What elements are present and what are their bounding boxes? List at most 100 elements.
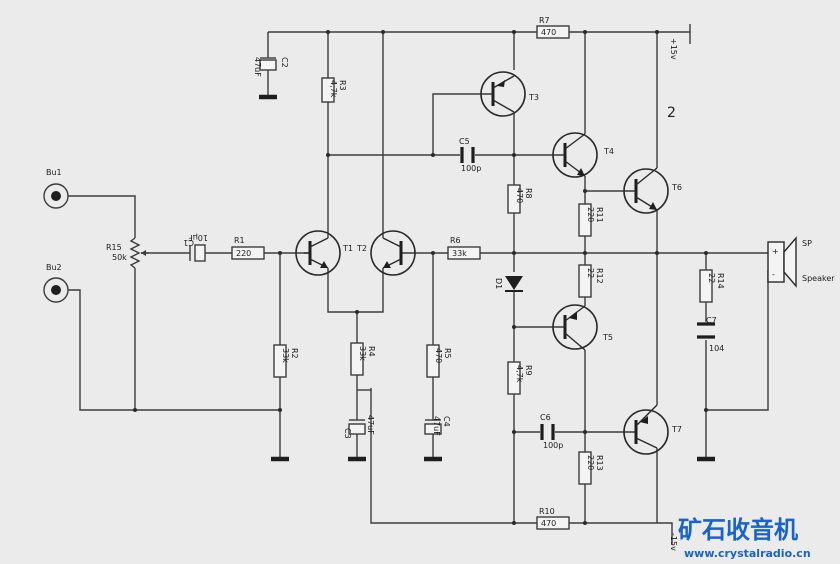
resistor-r2: R2 33k <box>273 344 299 378</box>
capacitor-c6: C6 100p <box>540 413 563 450</box>
wires <box>68 24 769 545</box>
c7-ref: C7 <box>706 316 717 325</box>
t2-ref: T2 <box>356 244 367 253</box>
r12-value: 22 <box>586 268 595 278</box>
r5-value: 470 <box>434 348 443 363</box>
resistor-r14: R14 22 <box>699 269 725 303</box>
speaker-ref: SP <box>802 239 812 248</box>
r13-ref: R13 <box>595 455 604 471</box>
bu1-label: Bu1 <box>46 168 62 177</box>
c4-ref: C4 <box>442 416 451 427</box>
r1-value: 220 <box>236 249 251 258</box>
r7-value: 470 <box>541 28 556 37</box>
r3-value: 4,7k <box>329 80 338 98</box>
potentiometer-r15: R15 50k <box>106 237 148 269</box>
r7-ref: R7 <box>539 16 550 25</box>
transistor-t2: T2 <box>356 230 416 276</box>
c5-value: 100p <box>461 164 481 173</box>
t3-ref: T3 <box>528 93 539 102</box>
r13-value: 220 <box>586 455 595 470</box>
r1-ref: R1 <box>234 236 245 245</box>
speaker-label: Speaker <box>802 274 835 283</box>
r11-ref: R11 <box>595 207 604 223</box>
resistor-r3: R3 4,7k <box>321 77 347 103</box>
transistor-t7: T7 <box>623 404 682 455</box>
t4-ref: T4 <box>603 147 614 156</box>
resistor-r7: R7 470 <box>536 16 570 39</box>
speaker-plus: + <box>772 247 779 256</box>
r11-value: 220 <box>586 207 595 222</box>
c7-value: 104 <box>709 344 724 353</box>
r5-ref: R5 <box>443 348 452 359</box>
speaker-minus: - <box>772 270 775 279</box>
supply-positive-label: +15v <box>669 38 678 60</box>
capacitor-c7: C7 104 <box>697 316 724 353</box>
capacitor-c1: C1 10µF <box>183 233 208 262</box>
r9-ref: R9 <box>524 365 533 376</box>
r10-value: 470 <box>541 519 556 528</box>
c2-value: 47uF <box>253 57 262 77</box>
resistor-r6: R6 33k <box>447 236 481 260</box>
resistor-r13: R13 220 <box>578 451 604 485</box>
sheet-number: 2 <box>667 105 676 121</box>
diode-d1: D1 <box>494 276 523 292</box>
watermark-url: www.crystalradio.cn <box>684 547 811 560</box>
c6-value: 100p <box>543 441 563 450</box>
capacitor-c2: C2 47uF <box>253 57 289 77</box>
resistor-r9: R9 4,7k <box>507 361 533 395</box>
c3-value: 47uF <box>366 415 375 435</box>
watermark-title: 矿石收音机 <box>678 516 798 544</box>
capacitor-c4: C4 47uF <box>424 416 451 436</box>
t1-ref: T1 <box>342 244 353 253</box>
c1-ref: C1 <box>183 238 194 247</box>
transistor-t3: T3 <box>480 71 539 117</box>
t6-ref: T6 <box>671 183 682 192</box>
r8-value: 470 <box>515 188 524 203</box>
bu2-label: Bu2 <box>46 263 62 272</box>
resistor-r1: R1 220 <box>231 236 265 260</box>
capacitor-c3: C3 47uF <box>343 415 375 439</box>
input-jack-bu2: Bu2 <box>43 263 69 303</box>
r4-ref: R4 <box>367 346 376 357</box>
transistor-t6: T6 <box>623 167 682 214</box>
r9-value: 4,7k <box>515 365 524 383</box>
watermark: 矿石收音机 www.crystalradio.cn <box>678 516 811 560</box>
junctions <box>133 30 708 525</box>
c6-ref: C6 <box>540 413 551 422</box>
transistor-t5: T5 <box>552 304 613 351</box>
c5-ref: C5 <box>459 137 470 146</box>
t5-ref: T5 <box>602 333 613 342</box>
transistor-t4: T4 <box>552 132 614 178</box>
r2-value: 33k <box>281 348 290 363</box>
speaker-sp: + - SP Speaker <box>767 236 835 288</box>
transistor-t1: T1 <box>295 230 353 276</box>
r4-value: 33k <box>358 346 367 361</box>
r15-value: 50k <box>112 253 127 262</box>
r15-ref: R15 <box>106 243 122 252</box>
r6-ref: R6 <box>450 236 461 245</box>
ground-symbols <box>259 94 715 462</box>
resistor-r11: R11 220 <box>578 203 604 237</box>
resistor-r8: R8 470 <box>507 184 533 214</box>
c3-ref: C3 <box>343 428 352 439</box>
resistor-r4: R4 33k <box>350 342 376 376</box>
r12-ref: R12 <box>595 268 604 284</box>
r2-ref: R2 <box>290 348 299 359</box>
c1-value: 10µF <box>188 233 208 242</box>
r14-value: 22 <box>707 273 716 283</box>
r3-ref: R3 <box>338 80 347 91</box>
d1-ref: D1 <box>494 278 503 289</box>
capacitor-c5: C5 100p <box>459 137 481 173</box>
r14-ref: R14 <box>716 273 725 289</box>
t7-ref: T7 <box>671 425 682 434</box>
resistor-r10: R10 470 <box>536 507 570 530</box>
r10-ref: R10 <box>539 507 555 516</box>
supply-negative-label: -15v <box>669 533 678 551</box>
c2-ref: C2 <box>280 57 289 68</box>
resistor-r5: R5 470 <box>426 344 452 378</box>
input-jack-bu1: Bu1 <box>43 168 69 209</box>
r8-ref: R8 <box>524 188 533 199</box>
r6-value: 33k <box>452 249 467 258</box>
